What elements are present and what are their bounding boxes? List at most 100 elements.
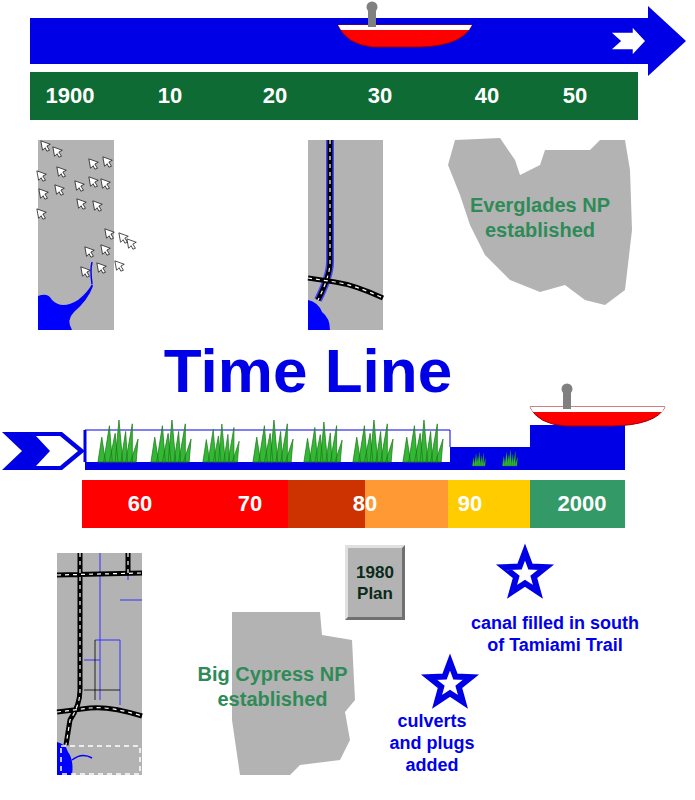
- bird-icon: [39, 189, 48, 199]
- flow-arrow: [30, 6, 686, 76]
- water-level: [85, 430, 450, 447]
- map-water: [57, 742, 73, 775]
- water-level: [84, 430, 87, 462]
- bird-icon: [97, 263, 106, 273]
- plan-document: 1980 Plan: [345, 545, 405, 620]
- year-label: 20: [263, 83, 287, 109]
- bird-icon: [89, 177, 98, 187]
- bird-icon: [105, 229, 114, 239]
- decade-bar: [82, 480, 625, 528]
- bird-icon: [119, 233, 128, 243]
- bird-icon: [75, 181, 84, 191]
- year-label: 10: [158, 83, 182, 109]
- bird-icon: [103, 157, 112, 167]
- map-road: [318, 140, 330, 300]
- bird-flock: [37, 141, 136, 277]
- year-label: 30: [368, 83, 392, 109]
- event-note: culverts and plugs added: [384, 710, 480, 776]
- road-dash: [57, 553, 142, 745]
- grass: [98, 420, 138, 462]
- grass: [403, 420, 443, 462]
- arrow-notch: [610, 26, 646, 56]
- road-dash: [318, 140, 330, 300]
- map-road: [57, 553, 142, 745]
- bird-icon: [53, 147, 62, 157]
- bird-icon: [41, 141, 50, 151]
- event-note: canal filled in south of Tamiami Trail: [468, 612, 643, 656]
- year-label: 70: [238, 491, 262, 517]
- park-map: Everglades NP established: [440, 135, 640, 310]
- map-1930: [308, 140, 383, 330]
- flow-arrow: [2, 432, 85, 470]
- park-map: Big Cypress NP established: [180, 600, 365, 780]
- grass: [472, 452, 485, 466]
- grass: [98, 420, 518, 466]
- grass: [502, 450, 517, 466]
- map-levee: [84, 640, 120, 700]
- decade-bar: 1900 10 20 30 40 50: [30, 72, 638, 120]
- boat: [338, 2, 472, 48]
- year-label: 40: [475, 83, 499, 109]
- grass: [304, 422, 342, 462]
- map-1900: [37, 140, 136, 330]
- decade-segment: [82, 480, 288, 528]
- bird-icon: [57, 167, 66, 177]
- arrow-notch: [36, 436, 78, 466]
- boat: [530, 384, 665, 427]
- bird-icon: [77, 199, 86, 209]
- park-label: Big Cypress NP established: [183, 662, 363, 712]
- year-label: 60: [128, 491, 152, 517]
- bird-icon: [37, 209, 46, 219]
- year-label: 1900: [46, 83, 95, 109]
- bird-icon: [89, 159, 98, 169]
- year-label: 90: [458, 491, 482, 517]
- bird-icon: [127, 239, 136, 249]
- map-1960: [57, 553, 142, 775]
- decade-segment: [365, 480, 448, 528]
- flow-arrow: [30, 6, 686, 76]
- map-water: [38, 284, 93, 330]
- decade-segment: [530, 480, 625, 528]
- bird-icon: [37, 171, 46, 181]
- map-panel: [57, 553, 142, 775]
- bird-icon: [115, 261, 124, 271]
- year-label: 2000: [558, 491, 607, 517]
- boat-rim: [338, 25, 472, 30]
- bird-icon: [101, 245, 110, 255]
- park-label: Everglades NP established: [450, 193, 630, 243]
- year-label: 50: [563, 83, 587, 109]
- event-star: [504, 552, 546, 592]
- boat-hull: [338, 25, 472, 47]
- diagram-title: Time Line: [164, 335, 452, 406]
- boat-person: [563, 392, 571, 409]
- boat-person: [368, 10, 376, 27]
- decade-bar: 60 70 80 90 2000: [82, 480, 625, 528]
- boat-rim: [530, 407, 665, 412]
- boat-person: [562, 384, 573, 395]
- park-outline: [448, 138, 632, 305]
- bird-icon: [101, 179, 110, 189]
- boat-hull: [530, 407, 665, 426]
- map-river: [91, 262, 92, 284]
- park-boundary: [61, 746, 140, 774]
- map-road: [308, 278, 383, 298]
- bird-icon: [55, 185, 64, 195]
- bird-icon: [81, 267, 90, 277]
- boat-person: [367, 2, 378, 13]
- grass: [203, 424, 239, 462]
- map-river: [72, 755, 92, 760]
- grass: [151, 420, 191, 462]
- map-panel: [308, 140, 383, 330]
- bird-icon: [85, 247, 94, 257]
- plan-label: 1980 Plan: [350, 562, 400, 604]
- year-label: 80: [353, 491, 377, 517]
- decade-bar: [30, 72, 638, 120]
- grass: [253, 420, 293, 462]
- bird-icon: [93, 201, 102, 211]
- road-dash: [308, 278, 383, 298]
- grass: [353, 420, 393, 462]
- map-panel: [38, 140, 114, 330]
- decade-segment: [448, 480, 530, 528]
- map-canal: [318, 140, 330, 300]
